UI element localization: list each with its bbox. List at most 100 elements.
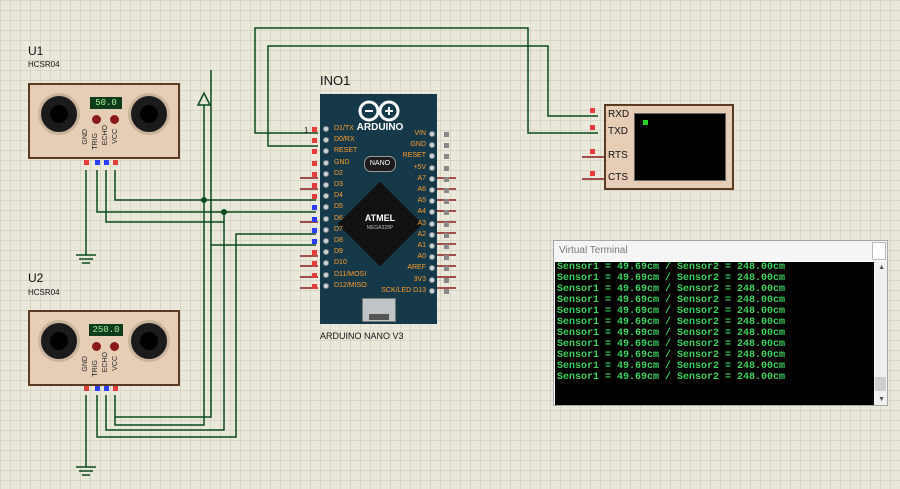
scroll-up-arrow-icon[interactable]: ▲ (878, 264, 885, 271)
terminal-output-line: Sensor1 = 49.69cm / Sensor2 = 248.00cm (557, 284, 786, 295)
terminal-pin-label: RXD (608, 109, 630, 120)
arduino-pin-hole (429, 220, 435, 227)
arduino-pin-marker (312, 149, 317, 155)
arduino-pin-marker (312, 216, 317, 222)
scroll-down-arrow-icon[interactable]: ▼ (878, 396, 885, 403)
usb-port-opening (369, 314, 389, 320)
u1-led (110, 115, 119, 124)
terminal-pin-marker (590, 149, 595, 154)
u1-pin-vcc (113, 160, 118, 165)
arduino-pin-hole (323, 126, 329, 132)
arduino-pin-hole (429, 142, 435, 149)
arduino-pin-label: D8 (334, 237, 343, 244)
arduino-pin-marker (444, 221, 449, 227)
arduino-pin-label: D12/MISO (334, 281, 367, 289)
arduino-pin-hole (323, 193, 329, 200)
u2-receiver (128, 320, 170, 362)
arduino-pin-marker (444, 288, 449, 294)
terminal-pin-label: TXD (608, 126, 628, 137)
u2-pin-echo (104, 386, 109, 391)
arduino-pin-marker (312, 194, 317, 200)
terminal-output-line: Sensor1 = 49.69cm / Sensor2 = 248.00cm (557, 328, 786, 339)
arduino-pin-marker (444, 210, 449, 216)
arduino-pin-label: D11/MOSI (334, 270, 367, 278)
u1-part: HCSR04 (28, 60, 60, 69)
arduino-pin-marker (312, 160, 317, 166)
u1-ref: U1 (28, 44, 44, 58)
u1-pin-gnd (84, 160, 89, 165)
arduino-pin-marker (312, 227, 317, 233)
arduino-pin-hole (429, 153, 435, 160)
u2-transmitter (38, 320, 80, 362)
terminal-pin-label: RTS (608, 150, 628, 161)
window-control-button[interactable] (872, 242, 886, 260)
arduino-pin-label: D5 (334, 203, 343, 211)
vertical-scrollbar[interactable]: ▲ ▼ (874, 262, 887, 405)
arduino-pin-label: A4 (417, 208, 426, 216)
virtual-terminal-title: Virtual Terminal (554, 241, 887, 261)
u1-pin-trig (95, 160, 100, 165)
terminal-activity-indicator (643, 120, 648, 125)
terminal-output-line: Sensor1 = 49.69cm / Sensor2 = 248.00cm (557, 350, 786, 361)
u2-pin-label: VCC (112, 356, 119, 371)
arduino-pin-label: D9 (334, 248, 343, 256)
arduino-pin-hole (323, 148, 329, 155)
arduino-pin-hole (323, 260, 329, 267)
arduino-pin-marker (312, 239, 317, 244)
arduino-logo-icon (358, 100, 400, 122)
terminal-output-line: Sensor1 = 49.69cm / Sensor2 = 248.00cm (557, 361, 786, 372)
arduino-pin-label: D2 (334, 169, 343, 177)
arduino-pin-hole (429, 198, 435, 205)
terminal-output-line: Sensor1 = 49.69cm / Sensor2 = 248.00cm (557, 262, 786, 273)
arduino-pin-label: A7 (417, 174, 426, 182)
terminal-output-line: Sensor1 = 49.69cm / Sensor2 = 248.00cm (557, 306, 786, 317)
arduino-pin-label: A1 (417, 242, 426, 249)
virtual-terminal-window[interactable]: Virtual Terminal Sensor1 = 49.69cm / Sen… (553, 240, 888, 406)
arduino-pin-label: GND (410, 141, 426, 149)
terminal-part-screen (634, 113, 726, 181)
u2-sensor[interactable]: 250.0 GND TRIG ECHO VCC (28, 310, 180, 386)
arduino-pin-hole (323, 282, 329, 289)
arduino-pin-label: AREF (407, 264, 426, 272)
arduino-pin-marker (312, 171, 317, 177)
chip-sub-label: MEGA328P (366, 225, 394, 231)
u2-lcd: 250.0 (89, 324, 123, 336)
arduino-pin-marker (312, 127, 317, 132)
u2-pin-label: TRIG (92, 360, 99, 377)
arduino-pin-marker (444, 277, 449, 283)
arduino-pin-marker (444, 266, 449, 272)
arduino-pin-marker (312, 138, 317, 144)
arduino-pin-hole (323, 238, 329, 244)
u2-led (92, 342, 101, 351)
arduino-pin-marker (444, 199, 449, 205)
u2-ref: U2 (28, 271, 44, 285)
arduino-pin-hole (323, 204, 329, 211)
u1-pin-label: VCC (112, 129, 119, 144)
arduino-pin-hole (429, 164, 435, 171)
arduino-pin-hole (429, 243, 435, 249)
arduino-pin-marker (444, 165, 449, 171)
arduino-pin-hole (429, 287, 435, 294)
scroll-thumb[interactable] (875, 377, 886, 391)
arduino-pin-marker (444, 176, 449, 182)
arduino-pin-hole (323, 159, 329, 166)
u1-pin-echo (104, 160, 109, 165)
arduino-name: ARDUINO NANO V3 (320, 331, 404, 341)
arduino-pin-marker (444, 244, 449, 249)
u2-pin-label: GND (82, 356, 89, 372)
arduino-pin-label: D3 (334, 181, 343, 188)
nano-label: NANO (364, 156, 396, 172)
arduino-pin-hole (429, 131, 435, 137)
u1-lcd: 50.0 (90, 97, 122, 109)
arduino-pin-hole (429, 209, 435, 216)
arduino-pin-marker (444, 232, 449, 238)
u2-pin-trig (95, 386, 100, 391)
arduino-logo-text: ARDUINO (356, 122, 404, 133)
u1-sensor[interactable]: 50.0 GND TRIG ECHO VCC (28, 83, 180, 159)
arduino-pin-marker (312, 205, 317, 211)
arduino-pin-label: GND (334, 158, 350, 166)
arduino-pin-label: A3 (417, 219, 426, 227)
arduino-pin-hole (429, 265, 435, 272)
arduino-pin-marker (312, 272, 317, 278)
